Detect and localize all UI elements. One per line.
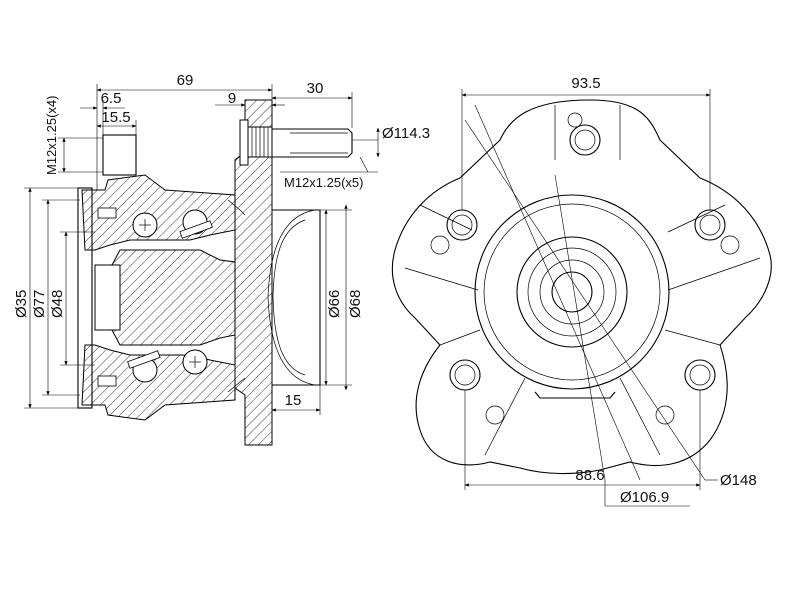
stud-hole-3	[694, 209, 726, 241]
hub-circle-outer	[474, 194, 670, 390]
dim-bolt-span: 88.6	[575, 467, 604, 484]
dim-pilot-1: Ø66	[326, 290, 343, 318]
front-view: 93.5 88.6 Ø148 Ø106.9	[391, 75, 772, 507]
hub-circle-4	[539, 259, 605, 325]
hub-circle-1	[483, 203, 661, 381]
pilot-nub	[102, 134, 137, 176]
dim-flange-thickness: 9	[228, 90, 236, 107]
flange-outline	[391, 99, 772, 475]
dim-stud-pcd: Ø114.3	[382, 125, 430, 142]
hub-circle-2	[516, 236, 628, 348]
dim-pilot-2: Ø68	[347, 290, 364, 318]
dim-pilot-depth: 15.5	[101, 109, 130, 126]
stud-holes	[446, 124, 726, 391]
dim-outer-3: Ø48	[49, 290, 66, 318]
stud-hole-5	[684, 359, 716, 391]
inner-bore	[94, 264, 121, 331]
dim-pilot-length: 15	[285, 392, 302, 409]
seal-upper-left	[97, 207, 117, 219]
stud-hole-1	[569, 124, 601, 156]
outer-race	[77, 187, 93, 409]
dim-stud-protrusion: 30	[307, 80, 324, 97]
dim-stud-thread: M12x1.25(x5)	[284, 175, 363, 190]
hub-circle-3	[527, 247, 617, 337]
dim-diam-large: Ø148	[720, 472, 757, 489]
wheel-stud	[239, 119, 353, 166]
dim-pilot-offset: 6.5	[101, 90, 122, 107]
dim-bore-thread: M12x1.25(x4)	[44, 96, 59, 175]
dim-outer-1: Ø35	[13, 290, 30, 318]
threaded-holes	[430, 112, 740, 425]
side-section-view: 69 9 30 6.5 15.5 M12x1.25(x4) Ø114.3 M12…	[13, 72, 430, 446]
dim-width: 93.5	[571, 75, 600, 92]
stud-hole-4	[449, 359, 481, 391]
dim-outer-2: Ø77	[31, 290, 48, 318]
hub-center-bore	[551, 271, 593, 313]
spindle-core	[111, 249, 236, 346]
dim-diam-hub: Ø106.9	[620, 489, 669, 506]
hub-bottom-notch	[534, 391, 616, 399]
pilot-recess	[272, 209, 321, 386]
dim-total-length: 69	[177, 72, 194, 89]
seal-lower-left	[97, 375, 117, 387]
flange-ribs	[404, 105, 761, 456]
